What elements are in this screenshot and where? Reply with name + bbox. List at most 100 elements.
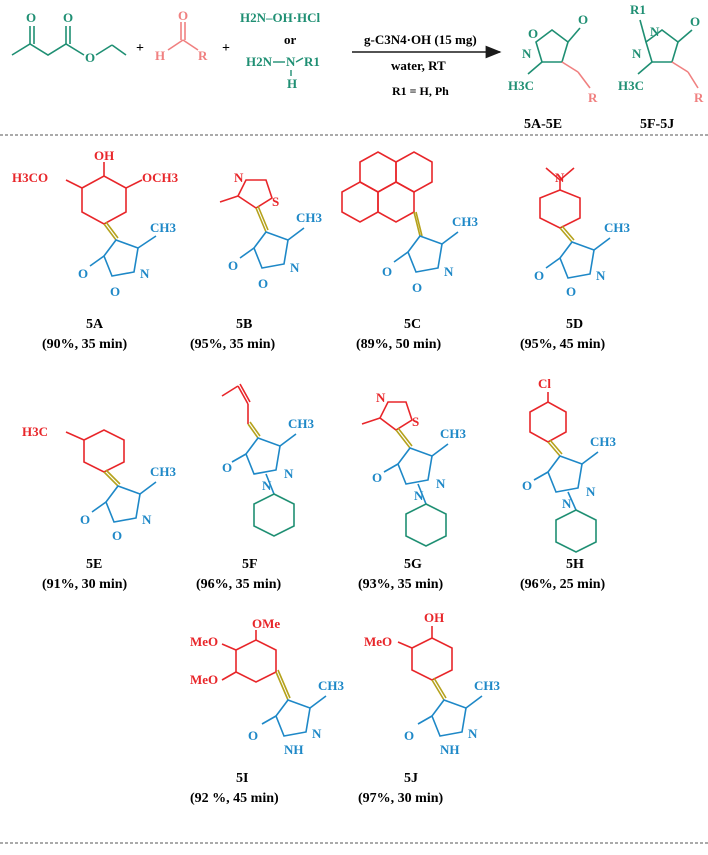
ethyl-acetoacetate xyxy=(11,26,127,56)
5B-N2: N xyxy=(290,260,300,275)
5C-CH3: CH3 xyxy=(452,214,479,229)
5D-CH3: CH3 xyxy=(604,220,631,235)
5B-S: S xyxy=(272,194,279,209)
5A-H3CO: H3CO xyxy=(12,170,48,185)
hydroxylamine: H2N–OH·HCl xyxy=(240,10,321,25)
product-5C: CH3 N O O 5C (89%, 50 min) xyxy=(341,151,479,352)
5I-OMe: OMe xyxy=(252,616,280,631)
product-5D: N CH3 N O O 5D (95%, 45 min) xyxy=(520,167,631,352)
5E-CH3: CH3 xyxy=(150,464,177,479)
5C-O1: O xyxy=(412,280,422,295)
5A-N: N xyxy=(140,266,150,281)
product-5H: Cl CH3 N N O 5H (96%, 25 min) xyxy=(520,376,617,592)
prod2-R1: R1 xyxy=(630,2,646,17)
5E-label: 5E xyxy=(86,557,102,572)
5B-N: N xyxy=(234,170,244,185)
5J-N: N xyxy=(468,726,478,741)
plus-sign-2: + xyxy=(222,41,230,56)
5B-CH3: CH3 xyxy=(296,210,323,225)
5G-O: O xyxy=(372,470,382,485)
aldehyde-O: O xyxy=(178,8,188,23)
5I-MeO1: MeO xyxy=(190,634,218,649)
product-isoxazolone xyxy=(527,27,591,89)
5F-N2: N xyxy=(262,478,272,493)
product-5E: H3C CH3 N O O 5E (91%, 30 min) xyxy=(22,424,177,592)
prod1-O2: O xyxy=(578,12,588,27)
prod1-O: O xyxy=(528,26,538,41)
5A-OH: OH xyxy=(94,148,114,163)
5J-O: O xyxy=(404,728,414,743)
5J-label: 5J xyxy=(404,771,418,786)
prod2-R: R xyxy=(694,90,704,105)
5F-CH3: CH3 xyxy=(288,416,315,431)
prod2-N2: N xyxy=(632,46,642,61)
hydrazine-H2N: H2N xyxy=(246,54,273,69)
5F-O: O xyxy=(222,460,232,475)
aldehyde xyxy=(167,22,199,51)
5H-N1: N xyxy=(586,484,596,499)
5A-O1: O xyxy=(110,284,120,299)
5D-label: 5D xyxy=(566,317,583,332)
prod2-label: 5F-5J xyxy=(640,117,674,132)
prod2-H3C: H3C xyxy=(618,78,644,93)
catalyst-text: g-C3N4·OH (15 mg) xyxy=(364,32,477,47)
solvent-text: water, RT xyxy=(391,58,446,73)
5B-yield: (95%, 35 min) xyxy=(190,337,276,352)
5A-O2: O xyxy=(78,266,88,281)
product-5A: OH H3CO OCH3 CH3 N O O 5A (90%, 35 min) xyxy=(12,148,179,352)
5B-O2: O xyxy=(228,258,238,273)
5B-O1: O xyxy=(258,276,268,291)
aldehyde-R: R xyxy=(198,48,208,63)
prod2-N1: N xyxy=(650,24,660,39)
aldehyde-H: H xyxy=(155,48,165,63)
or-text: or xyxy=(284,32,297,47)
5G-yield: (93%, 35 min) xyxy=(358,577,444,592)
5I-yield: (92 %, 45 min) xyxy=(190,791,279,806)
5A-CH3: CH3 xyxy=(150,220,177,235)
plus-sign-1: + xyxy=(136,41,144,56)
5J-NH: NH xyxy=(440,742,460,757)
5C-yield: (89%, 50 min) xyxy=(356,337,442,352)
5E-yield: (91%, 30 min) xyxy=(42,577,128,592)
5C-N: N xyxy=(444,264,454,279)
hydrazine-R1: R1 xyxy=(304,54,320,69)
5E-O2: O xyxy=(80,512,90,527)
hydrazine-N: N xyxy=(286,54,296,69)
5J-CH3: CH3 xyxy=(474,678,501,693)
5H-yield: (96%, 25 min) xyxy=(520,577,606,592)
5I-N: N xyxy=(312,726,322,741)
5I-label: 5I xyxy=(236,771,248,786)
5F-yield: (96%, 35 min) xyxy=(196,577,282,592)
product-pyrazolone xyxy=(637,19,699,89)
5G-N: N xyxy=(376,390,386,405)
prod1-H3C: H3C xyxy=(508,78,534,93)
5G-N1: N xyxy=(436,476,446,491)
product-5J: OH MeO CH3 N NH O 5J (97%, 30 min) xyxy=(358,610,501,806)
5J-yield: (97%, 30 min) xyxy=(358,791,444,806)
5E-O1: O xyxy=(112,528,122,543)
5H-N2: N xyxy=(562,496,572,511)
ketoester-O1: O xyxy=(26,10,36,25)
5D-N2: N xyxy=(596,268,606,283)
5E-N: N xyxy=(142,512,152,527)
5H-CH3: CH3 xyxy=(590,434,617,449)
5J-OH: OH xyxy=(424,610,444,625)
5C-O2: O xyxy=(382,264,392,279)
prod1-label: 5A-5E xyxy=(524,117,562,132)
ketoester-O2: O xyxy=(63,10,73,25)
5D-yield: (95%, 45 min) xyxy=(520,337,606,352)
5H-Cl: Cl xyxy=(538,376,551,391)
5I-CH3: CH3 xyxy=(318,678,345,693)
hydrazine-H: H xyxy=(287,76,297,91)
reaction-scheme: O O O + O H R + H2N–OH·HCl or H2N N H R1… xyxy=(11,2,704,132)
5G-N2: N xyxy=(414,488,424,503)
5G-CH3: CH3 xyxy=(440,426,467,441)
5I-MeO2: MeO xyxy=(190,672,218,687)
r1-note: R1 = H, Ph xyxy=(392,84,449,98)
5B-label: 5B xyxy=(236,317,252,332)
5E-H3C: H3C xyxy=(22,424,48,439)
5C-label: 5C xyxy=(404,317,421,332)
5I-NH: NH xyxy=(284,742,304,757)
5A-yield: (90%, 35 min) xyxy=(42,337,128,352)
